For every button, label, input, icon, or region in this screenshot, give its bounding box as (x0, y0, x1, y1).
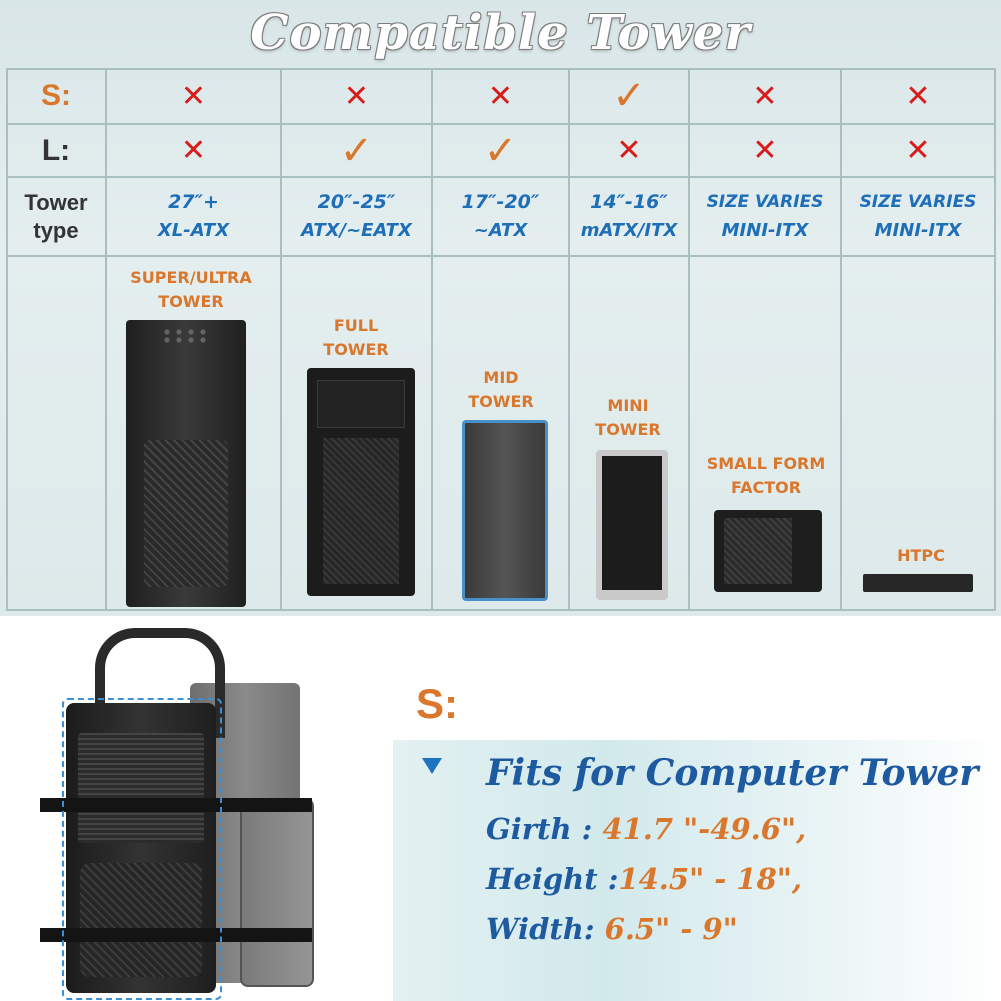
tower-size: 27″+ (168, 191, 219, 213)
table-border (6, 68, 996, 70)
spec-width: Width: 6.5" - 9" (486, 912, 738, 946)
mini-tower-image (596, 450, 668, 600)
tower-form-factor: ATX/~EATX (301, 220, 412, 241)
s-mark: ✕ (905, 78, 931, 114)
tower-form-factor: XL-ATX (157, 220, 230, 241)
spec-key: Girth : (486, 812, 603, 846)
small-form-factor-image (714, 510, 822, 592)
tower-form-factor: ~ATX (473, 220, 528, 241)
carrying-bag-image (40, 628, 314, 1000)
tower-size: SIZE VARIES (859, 192, 977, 212)
tower-size: 20″-25″ (317, 191, 396, 213)
spec-girth: Girth : 41.7 "-49.6", (486, 812, 806, 846)
l-fit-col-4: ✕ (569, 124, 689, 177)
table-divider (6, 255, 996, 257)
l-fit-col-5: ✕ (689, 124, 841, 177)
s-fit-col-2: ✕ (281, 68, 432, 124)
tower-label: SUPER/ULTRA TOWER (130, 268, 252, 311)
l-fit-col-2: ✓ (281, 124, 432, 177)
fit-size-label: S: (416, 680, 458, 727)
s-mark: ✓ (612, 73, 646, 119)
table-divider (280, 68, 282, 611)
l-fit-col-6: ✕ (841, 124, 995, 177)
mid-tower-image (462, 420, 548, 601)
s-mark: ✕ (343, 78, 370, 114)
table-divider (688, 68, 690, 611)
l-mark: ✓ (339, 127, 374, 174)
compatibility-panel: Compatible Tower S: L: Tower type ✕ ✕ ✕ … (0, 0, 1001, 616)
tower-size-col-1: 27″+ XL-ATX (106, 178, 281, 256)
table-divider (840, 68, 842, 611)
spec-key: Height : (486, 862, 619, 896)
s-mark: ✕ (752, 78, 778, 114)
tower-size-col-4: 14″-16″ mATX/ITX (569, 178, 689, 256)
l-mark: ✕ (905, 133, 931, 168)
spec-value: 41.7 "-49.6", (602, 812, 807, 846)
s-fit-col-3: ✕ (432, 68, 569, 124)
s-fit-col-4: ✓ (569, 68, 689, 124)
spec-height: Height :14.5" - 18", (486, 862, 802, 896)
tower-size: 14″-16″ (590, 191, 668, 213)
fit-info-panel (393, 740, 1001, 1001)
row-label-tower-type: Tower type (24, 190, 88, 243)
tower-label: HTPC (897, 546, 945, 565)
tower-form-factor: mATX/ITX (580, 220, 678, 241)
tower-form-factor: MINI-ITX (874, 220, 962, 241)
spec-value: 6.5" - 9" (604, 912, 738, 946)
table-divider (105, 68, 107, 611)
triangle-down-icon (422, 758, 442, 774)
s-fit-col-1: ✕ (106, 68, 281, 124)
tower-label: MINI TOWER (595, 396, 661, 439)
s-fit-col-6: ✕ (841, 68, 995, 124)
l-mark: ✓ (483, 127, 518, 174)
tower-size-col-2: 20″-25″ ATX/~EATX (281, 178, 432, 256)
tower-size: 17″-20″ (461, 191, 540, 213)
l-mark: ✕ (616, 133, 642, 168)
row-label-l: L: (41, 133, 71, 167)
tower-form-factor: MINI-ITX (721, 220, 809, 241)
spec-value: 14.5" - 18", (618, 862, 802, 896)
fit-heading: Fits for Computer Tower (486, 752, 979, 794)
l-fit-col-1: ✕ (106, 124, 281, 177)
s-fit-col-5: ✕ (689, 68, 841, 124)
compatibility-table: S: L: Tower type ✕ ✕ ✕ ✓ ✕ ✕ ✕ ✓ ✓ ✕ ✕ ✕… (6, 68, 996, 611)
table-divider (6, 176, 996, 178)
tower-label: SMALL FORM FACTOR (706, 454, 826, 497)
s-mark: ✕ (487, 78, 514, 114)
tower-size-col-3: 17″-20″ ~ATX (432, 178, 569, 256)
l-mark: ✕ (752, 133, 778, 168)
table-divider (431, 68, 433, 611)
tower-label: MID TOWER (468, 368, 534, 411)
l-mark: ✕ (180, 133, 207, 168)
super-ultra-tower-image (126, 320, 246, 607)
table-border (6, 609, 996, 611)
table-border (6, 68, 8, 611)
htpc-image (863, 574, 973, 592)
tower-size: SIZE VARIES (706, 192, 824, 212)
table-divider (6, 123, 996, 125)
spec-key: Width: (486, 912, 605, 946)
table-border (994, 68, 996, 611)
tower-label: FULL TOWER (323, 316, 389, 359)
table-divider (568, 68, 570, 611)
l-fit-col-3: ✓ (432, 124, 569, 177)
full-tower-image (307, 368, 415, 596)
tower-size-col-5: SIZE VARIES MINI-ITX (689, 178, 841, 256)
tower-size-col-6: SIZE VARIES MINI-ITX (841, 178, 995, 256)
s-mark: ✕ (180, 78, 207, 114)
row-label-s: S: (41, 79, 71, 112)
page-title: Compatible Tower (250, 5, 751, 61)
